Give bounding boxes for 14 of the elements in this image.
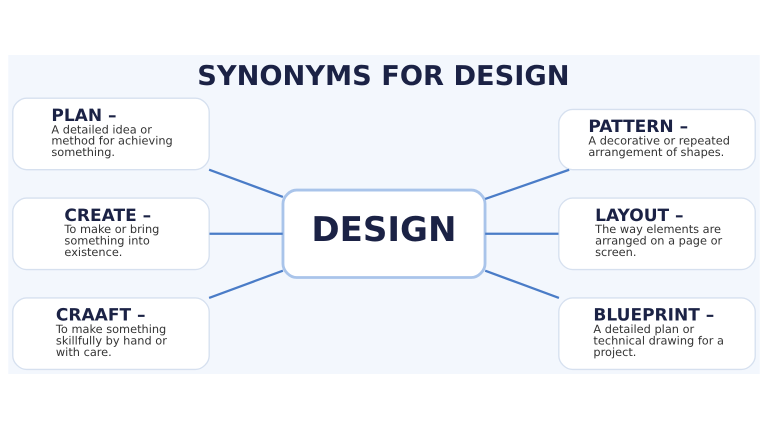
node-box: CREATE – To make or bring something into existence.	[12, 196, 210, 270]
diagram-title: SYNONYMS FOR DESIGN	[197, 60, 570, 92]
connector	[484, 168, 570, 200]
node-box: DESIGN	[282, 188, 486, 278]
node-box: BLUEPRINT – A detailed plan or technical drawing for a project.	[558, 296, 756, 370]
connector	[209, 232, 283, 234]
node-box: LAYOUT – The way elements are arranged on a page or screen.	[558, 196, 756, 270]
connector	[208, 168, 284, 198]
connector	[484, 269, 560, 298]
connector	[485, 232, 558, 234]
node-box: CRAAFT – To make something skillfully by hand or with care.	[12, 296, 210, 370]
connector	[208, 269, 284, 298]
node-box: PLAN – A detailed idea or method for achieving something.	[12, 96, 210, 170]
node-box: PATTERN – A decorative or repeated arrangement of shapes.	[558, 108, 756, 170]
